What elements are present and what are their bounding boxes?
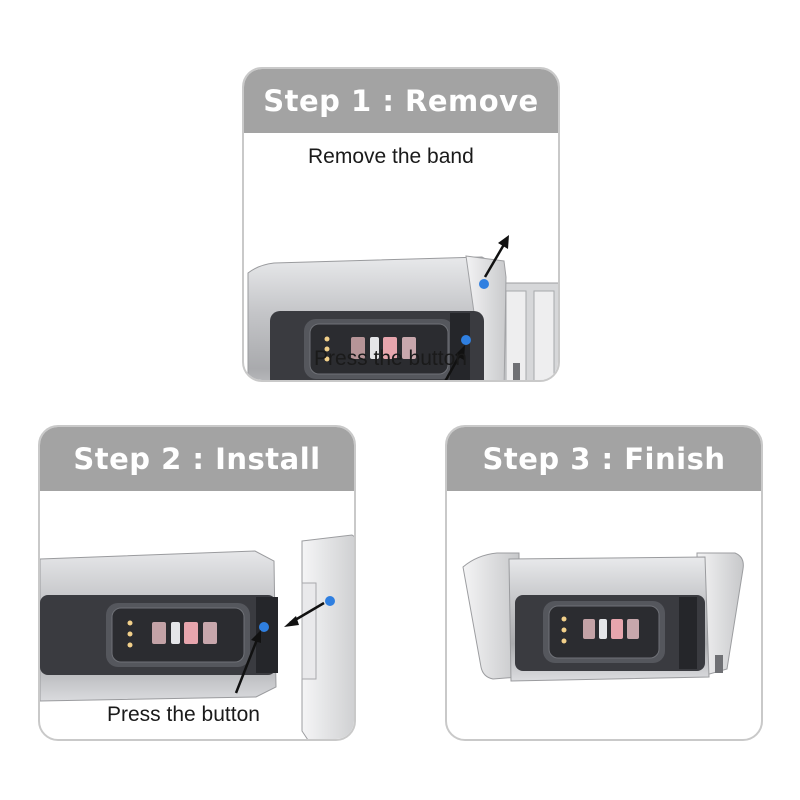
arrow-icon [234,630,261,694]
step-1-card: Step 1 : Remove [242,67,560,382]
step-2-illustration [40,534,354,739]
step-2-body: Press the button [40,491,354,739]
step-3-title: Step 3 : Finish [447,427,761,491]
tracker-body-image [462,552,744,682]
remove-band-label: Remove the band [308,145,474,168]
step-1-body: Remove the band Press the button [244,133,558,380]
tracker-body-image [247,255,507,380]
step-1-illustration [247,235,558,380]
marker-dot-icon [479,279,489,289]
sensor-window-image [561,616,639,644]
sensor-window-image [324,336,416,362]
press-button-label: Press the button [107,703,260,726]
step-3-body [447,491,761,739]
sensor-window-image [127,620,217,648]
marker-dot-icon [461,335,471,345]
marker-dot-icon [259,622,269,632]
arrow-icon [483,235,509,278]
band-link-image [498,282,558,380]
step-2-card: Step 2 : Install [38,425,356,741]
arrow-icon [444,345,465,380]
tracker-body-image [40,550,278,702]
step-3-illustration [462,552,744,682]
step-3-card: Step 3 : Finish [445,425,763,741]
step-1-title: Step 1 : Remove [244,69,558,133]
press-button-label: Press the button [314,347,467,370]
step-2-title: Step 2 : Install [40,427,354,491]
marker-dot-icon [325,596,335,606]
band-link-image [301,534,354,739]
arrow-icon [284,601,325,627]
